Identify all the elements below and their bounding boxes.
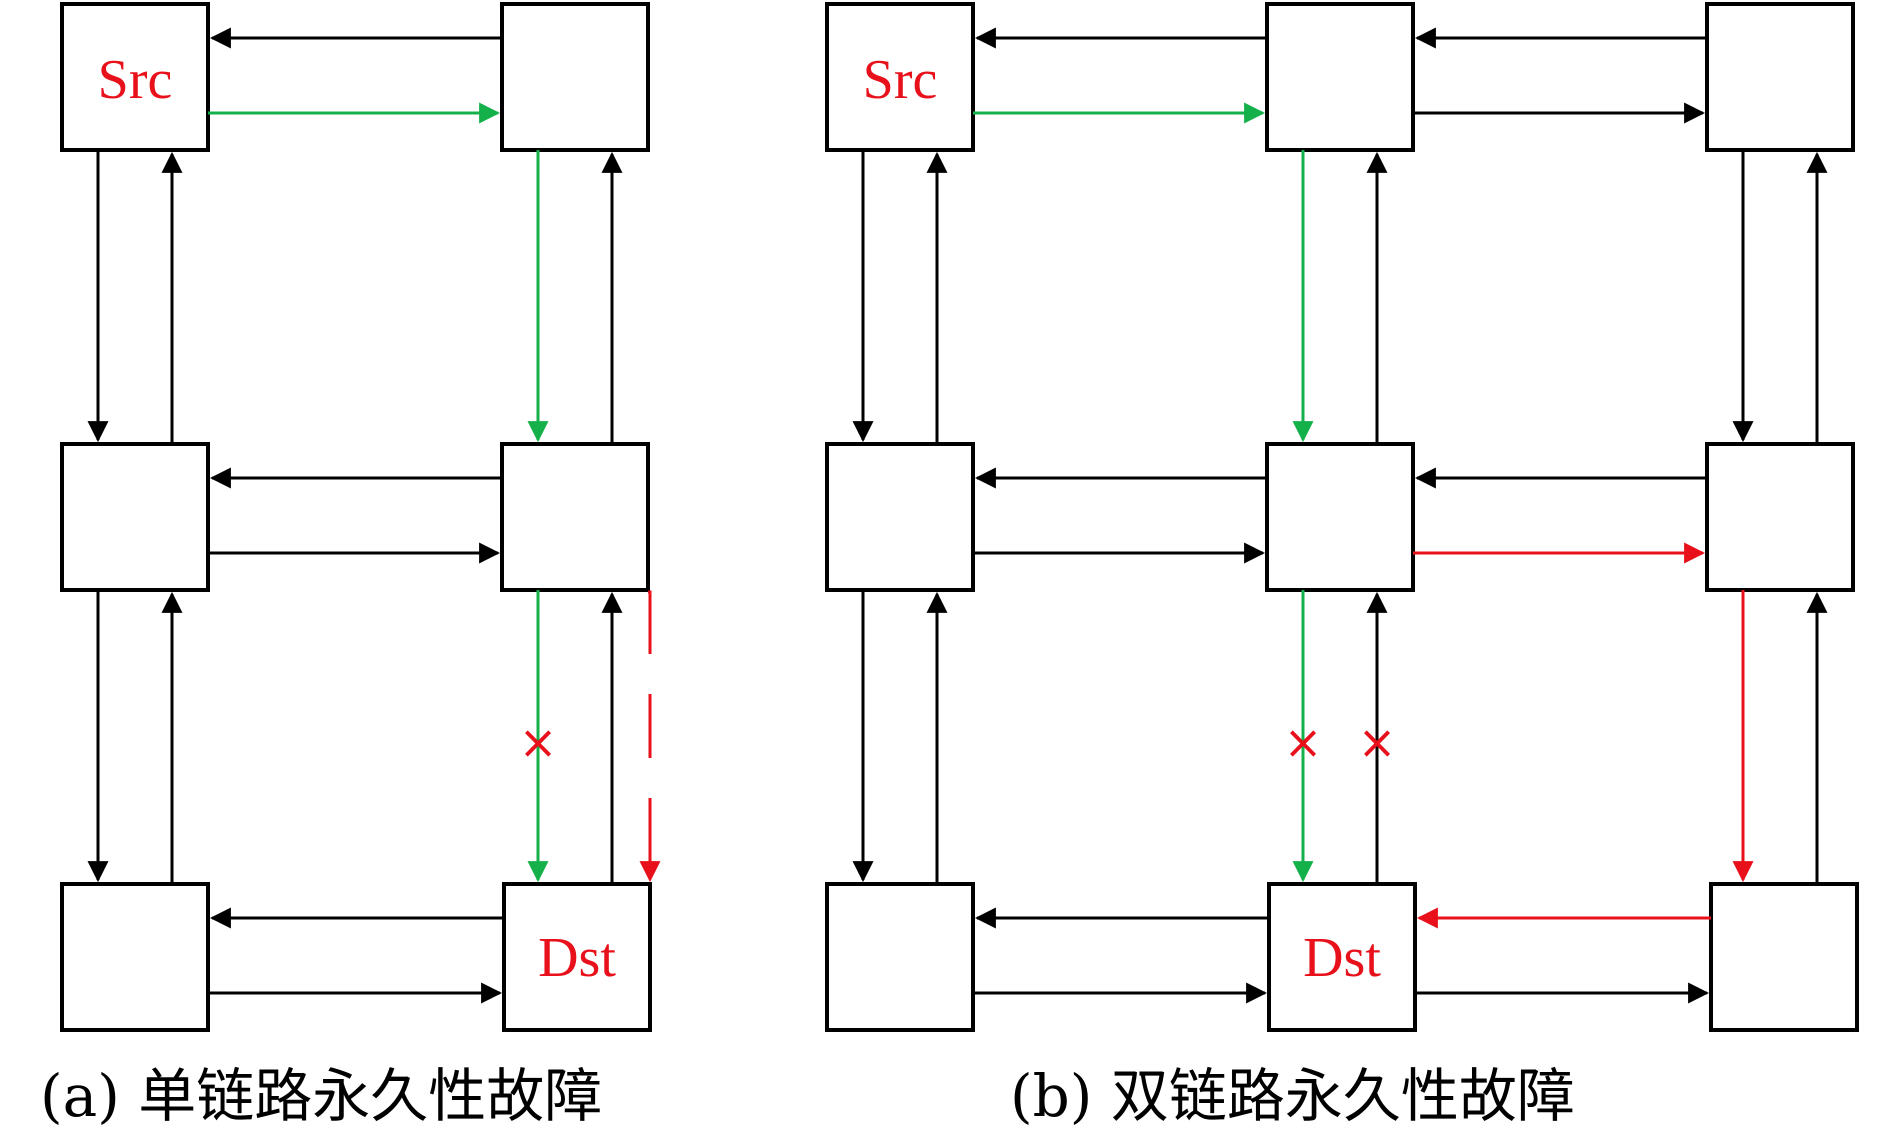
fault-mark-b-2: × xyxy=(1358,715,1397,769)
node-b-r2c0 xyxy=(825,882,975,1032)
node-b-r1c0 xyxy=(825,442,975,592)
node-a-r0c1 xyxy=(500,2,650,152)
caption-a: (a) 单链路永久性故障 xyxy=(40,1062,602,1130)
detour-a-dashed xyxy=(639,590,661,883)
node-b-r0c1 xyxy=(1265,2,1415,152)
node-a-r2c1-dst xyxy=(502,882,652,1032)
node-b-r2c1-dst xyxy=(1267,882,1417,1032)
dst-label-b: Dst xyxy=(1303,927,1381,989)
node-b-r0c0-src xyxy=(825,2,975,152)
src-label-a: Src xyxy=(98,49,173,111)
node-b-r1c2 xyxy=(1705,442,1855,592)
fault-mark-a: × xyxy=(519,715,558,769)
src-label-b: Src xyxy=(863,49,938,111)
panel-b: Src Dst × × (b) 双链路永久性故障 xyxy=(825,2,1859,1130)
node-b-r1c1 xyxy=(1265,442,1415,592)
node-b-r0c2 xyxy=(1705,2,1855,152)
node-a-r1c0 xyxy=(60,442,210,592)
node-a-r2c0 xyxy=(60,882,210,1032)
node-a-r1c1 xyxy=(500,442,650,592)
fault-mark-b-1: × xyxy=(1284,715,1323,769)
node-b-r2c2 xyxy=(1709,882,1859,1032)
node-a-r0c0-src xyxy=(60,2,210,152)
caption-b: (b) 双链路永久性故障 xyxy=(1010,1062,1575,1130)
dst-label-a: Dst xyxy=(538,927,616,989)
panel-a: Src Dst × (a) 单链路永久性故障 xyxy=(40,2,661,1130)
